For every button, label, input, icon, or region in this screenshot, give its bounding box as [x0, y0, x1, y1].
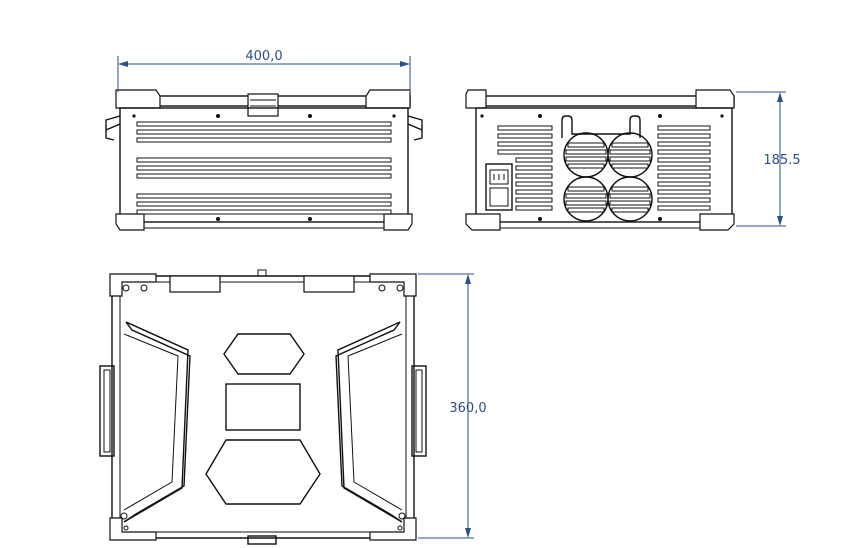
front-screws [132, 114, 396, 221]
rear-vent-slots-left [497, 125, 553, 211]
top-corner-tr [369, 273, 417, 297]
rear-view [465, 89, 735, 231]
top-handle-right [411, 365, 427, 457]
top-rib-left [123, 321, 191, 523]
rear-corner-top-left [465, 89, 487, 109]
dimension-width: 400,0 [117, 49, 411, 92]
rear-fan-top-left [563, 132, 609, 178]
front-corner-top-left [115, 89, 161, 109]
top-view [99, 269, 427, 545]
top-corner-screws [120, 284, 406, 531]
front-handle-left [105, 115, 121, 141]
top-lower-panel [205, 439, 321, 505]
top-latch-right [303, 275, 355, 293]
top-hex-panel [223, 333, 305, 375]
dimension-depth: 360,0 [418, 273, 487, 539]
rear-fan-top-right [607, 132, 653, 178]
front-body [119, 107, 409, 223]
top-corner-tl [109, 273, 157, 297]
top-body [111, 275, 415, 539]
front-handle-right [407, 115, 423, 141]
top-latch-left [169, 275, 221, 293]
top-handle-left [99, 365, 115, 457]
front-foot-right [383, 213, 413, 231]
top-rib-right [335, 321, 403, 523]
rear-corner-top-right [695, 89, 735, 109]
dimension-height-label: 185.5 [763, 153, 800, 168]
rear-handle [561, 115, 641, 138]
top-corner-bl [109, 517, 157, 541]
front-vent-slots [136, 121, 392, 215]
rear-screws [480, 114, 724, 221]
power-inlet [485, 163, 513, 211]
dimension-height: 185.5 [736, 91, 801, 227]
dimension-width-label: 400,0 [245, 49, 282, 64]
rear-fan-bottom-left [563, 176, 609, 222]
rear-fan-bottom-right [607, 176, 653, 222]
front-foot-left [115, 213, 145, 231]
rear-vent-slots-right [657, 125, 711, 211]
dimension-depth-label: 360,0 [449, 401, 486, 416]
rear-foot-right [699, 213, 735, 231]
front-view [105, 89, 423, 231]
rear-foot-left [465, 213, 501, 231]
top-center-panel [225, 383, 301, 431]
front-corner-top-right [365, 89, 411, 109]
top-corner-br [369, 517, 417, 541]
rear-lid [475, 95, 735, 107]
front-latch [247, 93, 279, 117]
